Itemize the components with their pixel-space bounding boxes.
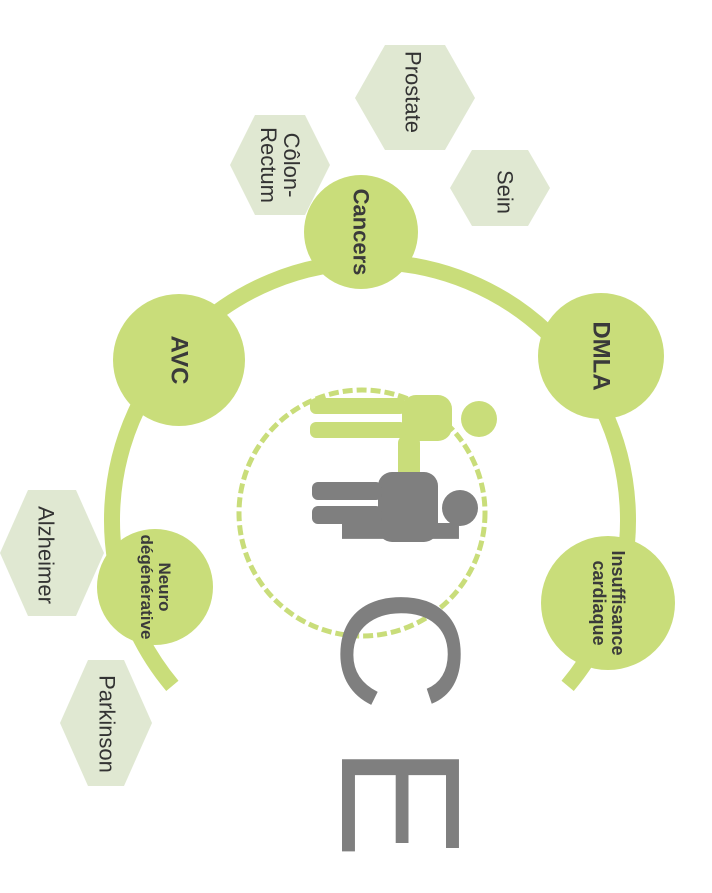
- label-colon-rectum-text: Côlon-Rectum: [256, 127, 305, 203]
- ice-logo: ICE: [302, 507, 498, 892]
- label-parkinson: Parkinson: [94, 675, 120, 773]
- inner-dashed-ring: [236, 387, 488, 639]
- patient-figure-icon: [312, 472, 478, 542]
- circle-cancers: [304, 175, 418, 289]
- label-alzheimer: Alzheimer: [33, 506, 59, 604]
- diagram: ICE Cancers DMLA Insuffisance cardiaque …: [0, 45, 675, 893]
- circle-insuffisance: [541, 536, 675, 670]
- hexagon-sein: [450, 150, 550, 226]
- label-avc: AVC: [165, 335, 193, 385]
- circle-dmla: [538, 293, 664, 419]
- hexagon-parkinson: [60, 660, 152, 786]
- label-colon-rectum: Côlon-Rectum: [256, 125, 305, 205]
- label-insuffisance-text: Insuffisance cardiaque: [589, 550, 628, 656]
- diagram-graphics: [0, 45, 675, 786]
- hexagon-prostate: [355, 45, 475, 150]
- label-prostate: Prostate: [400, 51, 426, 133]
- hexagon-colon-rectum: [230, 115, 330, 215]
- circle-neuro: [97, 529, 213, 645]
- label-dmla: DMLA: [587, 321, 615, 391]
- ice-logo-text: ICE: [305, 507, 495, 893]
- circle-avc: [113, 294, 245, 426]
- label-insuffisance: Insuffisance cardiaque: [589, 548, 628, 658]
- hexagon-alzheimer: [0, 490, 104, 616]
- label-cancers: Cancers: [348, 188, 374, 276]
- label-neuro: Neuro dégénérative: [137, 532, 174, 642]
- label-neuro-text: Neuro dégénérative: [137, 534, 174, 640]
- caregiver-figure-icon: [310, 395, 497, 483]
- label-sein: Sein: [492, 169, 518, 215]
